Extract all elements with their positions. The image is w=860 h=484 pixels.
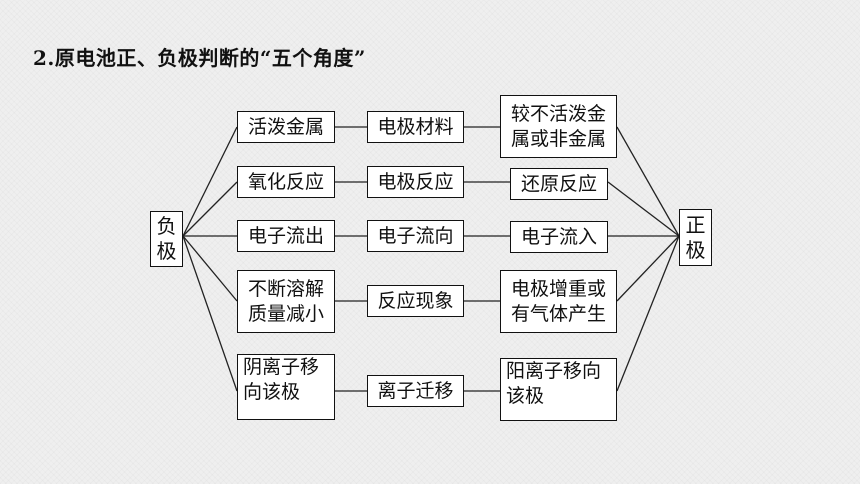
positive-text-line1: 较不活泼金 [510,102,606,125]
aspect-box-electrode-reaction: 电极反应 [367,166,464,198]
positive-text-line2: 该极 [506,384,545,407]
positive-text-line2: 属或非金属 [510,127,606,150]
negative-text-line2: 向该极 [243,380,301,403]
aspect-text: 电极反应 [377,170,454,193]
connector-pos-5 [616,235,680,392]
positive-text: 电子流入 [520,225,597,248]
connector-neg-2 [182,181,238,237]
negative-box-ion-migration: 阴离子移 向该极 [237,354,335,420]
positive-pole-box: 正 极 [679,209,712,266]
aspect-text: 离子迁移 [377,379,454,402]
negative-box-electron-flow: 电子流出 [237,220,335,252]
negative-pole-box: 负 极 [150,211,183,267]
negative-text: 活泼金属 [247,115,324,138]
positive-text: 还原反应 [520,172,597,195]
negative-box-electrode-reaction: 氧化反应 [237,166,335,198]
connector-neg-1 [182,126,238,237]
connector-neg-4 [182,235,238,302]
aspect-box-reaction-phenomenon: 反应现象 [367,285,464,317]
aspect-text: 电极材料 [377,115,454,138]
negative-text: 电子流出 [247,224,324,247]
aspect-box-electrode-material: 电极材料 [367,111,464,143]
positive-box-ion-migration: 阳离子移向 该极 [500,358,617,421]
connector-pos-4 [616,235,680,302]
positive-box-electron-flow: 电子流入 [510,221,608,253]
negative-text-line2: 质量减小 [247,302,324,325]
positive-box-reaction-phenomenon: 电极增重或 有气体产生 [500,270,617,333]
positive-pole-char-2: 极 [685,237,706,262]
connector-pos-1 [616,126,680,237]
aspect-text: 电子流向 [377,224,454,247]
negative-pole-char-1: 负 [156,214,177,238]
positive-text-line2: 有气体产生 [510,302,606,325]
negative-text-line1: 不断溶解 [247,277,324,300]
positive-text-line1: 电极增重或 [510,277,606,300]
positive-pole-char-1: 正 [685,212,706,237]
negative-text-line1: 阴离子移 [243,356,320,378]
negative-box-electrode-material: 活泼金属 [237,111,335,143]
negative-pole-char-2: 极 [156,239,177,263]
positive-box-electrode-reaction: 还原反应 [510,168,608,200]
connector-neg-5 [182,235,238,392]
negative-text: 氧化反应 [247,170,324,193]
slide-title: 2.原电池正、负极判断的“五个角度” [33,46,366,70]
positive-text-line1: 阳离子移向 [506,360,602,382]
aspect-text: 反应现象 [377,289,454,312]
negative-box-reaction-phenomenon: 不断溶解 质量减小 [237,270,335,333]
aspect-box-electron-flow: 电子流向 [367,220,464,252]
positive-box-electrode-material: 较不活泼金 属或非金属 [500,95,617,158]
connector-pos-2 [607,181,680,237]
aspect-box-ion-migration: 离子迁移 [367,375,464,407]
